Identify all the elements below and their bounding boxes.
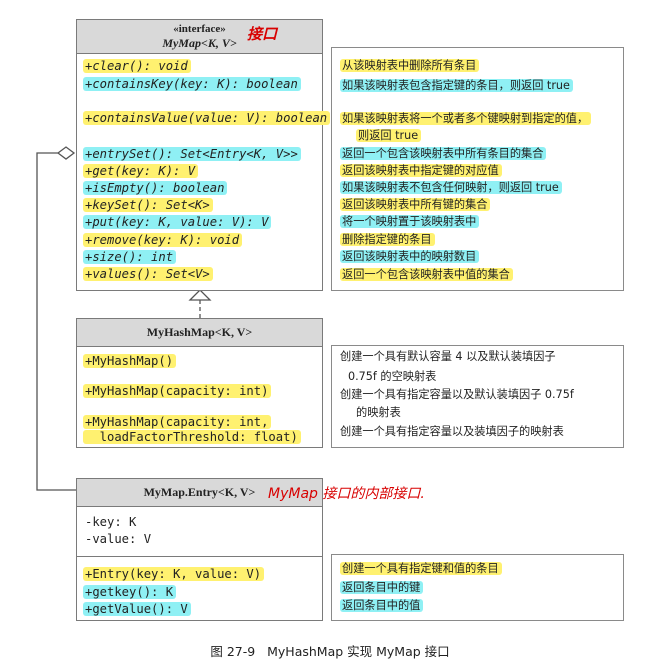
mymap-header: «interface» MyMap<K, V> [77, 20, 322, 54]
myhashmap-note: 创建一个具有指定容量以及默认装填因子 0.75f [340, 388, 574, 401]
myhashmap-note: 0.75f 的空映射表 [348, 370, 437, 383]
realization-arrow [188, 289, 212, 301]
mymap-notes-box: 从该映射表中删除所有条目 如果该映射表包含指定键的条目，则返回 true 如果该… [331, 47, 624, 291]
entry-note: 返回条目中的键 [340, 581, 424, 594]
mymap-method: +containsValue(value: V): boolean [83, 111, 331, 125]
mymap-method: +size(): int [83, 250, 177, 264]
mymap-method: +get(key: K): V [83, 164, 199, 178]
myhashmap-note: 创建一个具有指定容量以及装填因子的映射表 [340, 425, 564, 438]
entry-method: +Entry(key: K, value: V) [83, 567, 265, 581]
myhashmap-note: 的映射表 [356, 406, 401, 419]
entry-handwritten-note: MyMap 接口的内部接口. [268, 486, 425, 502]
mymap-method: +isEmpty(): boolean [83, 181, 228, 195]
mymap-note: 从该映射表中删除所有条目 [340, 59, 480, 72]
aggregation-diamond [56, 146, 76, 160]
myhashmap-constructor: loadFactorThreshold: float) [83, 430, 301, 444]
mymap-note: 如果该映射表将一个或者多个键映射到指定的值， [340, 112, 592, 125]
mymap-method: +values(): Set<V> [83, 267, 213, 281]
entry-header: MyMap.Entry<K, V> [77, 479, 322, 507]
entry-class-box: MyMap.Entry<K, V> -key: K -value: V +Ent… [76, 478, 323, 621]
myhashmap-note: 创建一个具有默认容量 4 以及默认装填因子 [340, 350, 556, 363]
entry-method: +getkey(): K [83, 585, 177, 599]
myhashmap-constructor: +MyHashMap() [83, 354, 177, 368]
aggregation-line [36, 152, 76, 491]
myhashmap-class-box: MyHashMap<K, V> +MyHashMap() +MyHashMap(… [76, 318, 323, 448]
entry-field: -key: K [85, 515, 137, 529]
myhashmap-class-name: MyHashMap<K, V> [146, 325, 253, 339]
entry-note: 创建一个具有指定键和值的条目 [340, 562, 502, 575]
mymap-method: +clear(): void [83, 59, 191, 73]
mymap-note: 返回该映射表中指定键的对应值 [340, 164, 502, 177]
mymap-method: +containsKey(key: K): boolean [83, 77, 301, 91]
mymap-method: +put(key: K, value: V): V [83, 215, 272, 229]
entry-method: +getValue(): V [83, 602, 191, 616]
mymap-note: 将一个映射置于该映射表中 [340, 215, 480, 228]
mymap-note: 则返回 true [356, 129, 422, 142]
mymap-note: 返回一个包含该映射表中所有条目的集合 [340, 147, 547, 160]
mymap-note: 如果该映射表不包含任何映射，则返回 true [340, 181, 562, 194]
mymap-note: 返回该映射表中的映射数目 [340, 250, 480, 263]
mymap-method: +keySet(): Set<K> [83, 198, 213, 212]
entry-notes-box: 创建一个具有指定键和值的条目 返回条目中的键 返回条目中的值 [331, 554, 624, 621]
mymap-note: 返回一个包含该映射表中值的集合 [340, 268, 513, 281]
mymap-stereotype: «interface» [173, 23, 226, 35]
myhashmap-header: MyHashMap<K, V> [77, 319, 322, 347]
myhashmap-notes-box: 创建一个具有默认容量 4 以及默认装填因子 0.75f 的空映射表 创建一个具有… [331, 345, 624, 448]
myhashmap-constructor: +MyHashMap(capacity: int, [83, 415, 272, 429]
myhashmap-constructor: +MyHashMap(capacity: int) [83, 384, 272, 398]
entry-divider [77, 556, 322, 557]
mymap-note: 如果该映射表包含指定键的条目，则返回 true [340, 79, 573, 92]
mymap-handwritten-note: 接口 [247, 25, 278, 43]
mymap-method: +entrySet(): Set<Entry<K, V>> [83, 147, 301, 161]
figure-caption: 图 27-9 MyHashMap 实现 MyMap 接口 [210, 644, 450, 659]
mymap-method: +remove(key: K): void [83, 233, 243, 247]
entry-field: -value: V [85, 532, 152, 546]
mymap-interface-box: «interface» MyMap<K, V> +clear(): void +… [76, 19, 331, 291]
entry-note: 返回条目中的值 [340, 599, 424, 612]
mymap-class-name: MyMap<K, V> [162, 36, 237, 50]
mymap-note: 返回该映射表中所有键的集合 [340, 198, 491, 211]
entry-class-name: MyMap.Entry<K, V> [143, 485, 256, 499]
mymap-note: 删除指定键的条目 [340, 233, 435, 246]
